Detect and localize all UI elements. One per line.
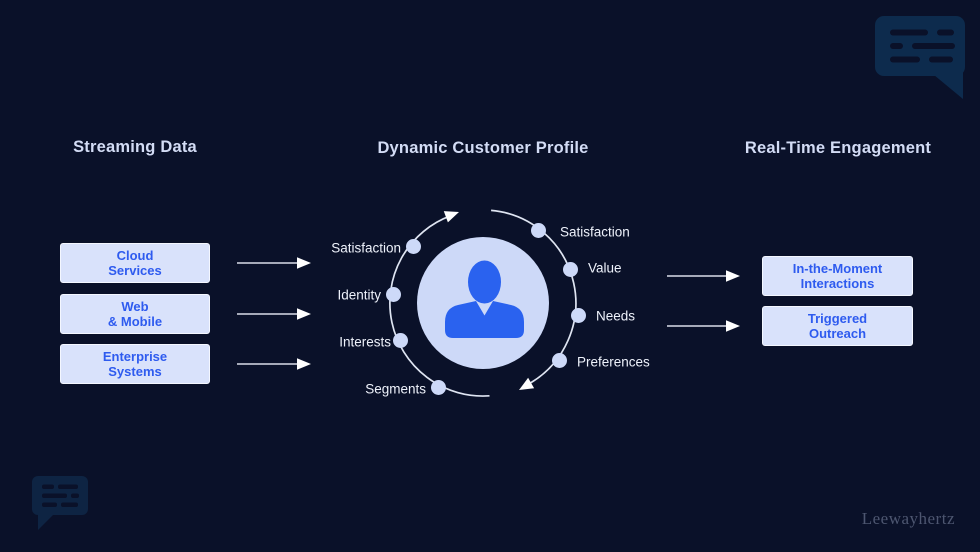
source-box-label: Web <box>121 298 149 314</box>
profile-dot <box>570 307 586 323</box>
profile-attribute-needs: Needs <box>596 308 636 324</box>
profile-attribute-satisfaction-left: Satisfaction <box>331 240 401 256</box>
action-box-triggered-outreach: Triggered Outreach <box>762 306 913 346</box>
flow-arrow <box>237 308 311 320</box>
profile-dot <box>430 379 446 395</box>
source-box-label: Cloud <box>116 247 154 263</box>
leewayhertz-logo: Leewayhertz <box>861 509 955 528</box>
profile-dot <box>551 352 567 368</box>
person-icon <box>417 237 549 369</box>
chat-bubble-icon <box>32 476 88 530</box>
cycle-arrowhead-icon <box>443 211 459 223</box>
action-box-in-the-moment-interactions: In-the-Moment Interactions <box>762 256 913 296</box>
profile-attribute-identity: Identity <box>337 287 381 303</box>
cycle-arrowhead-icon <box>519 377 535 390</box>
profile-attribute-preferences: Preferences <box>577 354 650 370</box>
flow-arrow <box>237 358 311 370</box>
source-box-label: Services <box>108 263 162 278</box>
action-box-label: In-the-Moment <box>792 260 883 276</box>
chat-bubble-icon <box>875 16 965 99</box>
profile-dot <box>392 332 408 348</box>
flow-arrow <box>667 320 740 332</box>
source-box-label: Enterprise <box>102 348 168 364</box>
profile-attribute-satisfaction-right: Satisfaction <box>560 224 630 240</box>
profile-dot <box>385 286 401 302</box>
profile-attribute-value: Value <box>588 260 622 276</box>
action-box-label: Interactions <box>800 276 875 291</box>
profile-dot <box>562 261 578 277</box>
flow-arrow <box>667 270 740 282</box>
action-box-label: Outreach <box>808 326 867 341</box>
action-box-label: Triggered <box>807 310 868 326</box>
source-box-label: & Mobile <box>107 314 163 329</box>
dynamic-customer-profile-heading: Dynamic Customer Profile <box>377 139 589 157</box>
profile-dot <box>530 222 546 238</box>
source-box-web-mobile: Web & Mobile <box>60 294 210 334</box>
streaming-data-heading: Streaming Data <box>73 138 197 156</box>
source-box-enterprise-systems: Enterprise Systems <box>60 344 210 384</box>
real-time-engagement-heading: Real-Time Engagement <box>744 139 932 157</box>
source-box-cloud-services: Cloud Services <box>60 243 210 283</box>
profile-attribute-interests: Interests <box>339 334 391 350</box>
flow-arrow <box>237 257 311 269</box>
profile-attribute-segments: Segments <box>365 381 426 397</box>
source-box-label: Systems <box>108 364 162 379</box>
profile-dot <box>405 238 421 254</box>
